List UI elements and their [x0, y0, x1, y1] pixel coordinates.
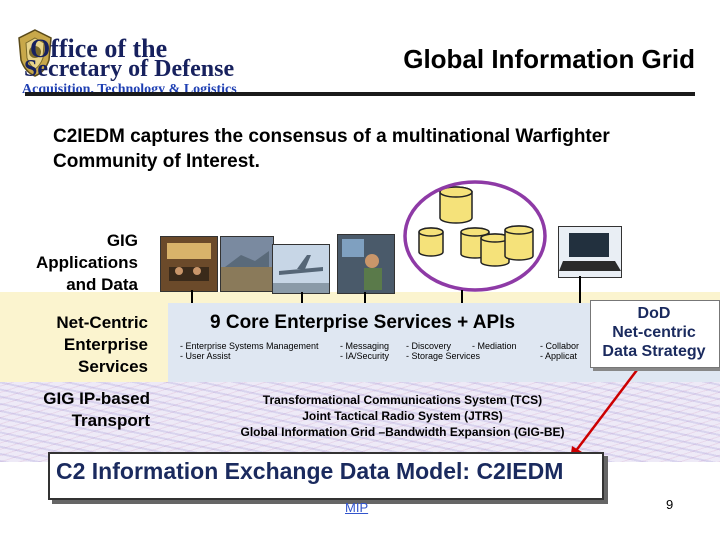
title-divider	[25, 92, 695, 96]
logo-text-line2: Secretary of Defense	[24, 56, 235, 82]
layer-label-services: Net-Centric Enterprise Services	[56, 313, 148, 376]
mip-link[interactable]: MIP	[345, 500, 369, 515]
seal-icon	[18, 29, 52, 77]
page-number: 9	[666, 497, 674, 512]
service-item: - Storage Services	[406, 351, 481, 361]
service-item: - Mediation	[472, 341, 517, 351]
layer-label-applications: GIG Applications and Data	[35, 231, 138, 294]
service-item: - IA/Security	[340, 351, 390, 361]
database-cluster	[403, 180, 547, 292]
c2iedm-label: C2 Information Exchange Data Model: C2IE…	[56, 458, 564, 484]
photo-aircraft	[272, 244, 330, 294]
service-item: - Enterprise Systems Management	[180, 341, 319, 351]
dod-label-line2: Net-centric	[612, 324, 696, 341]
transport-line-tcs: Transformational Communications System (…	[262, 393, 543, 407]
c2iedm-box	[48, 452, 604, 500]
core-services-title: 9 Core Enterprise Services + APIs	[210, 312, 516, 333]
slide-title: Global Information Grid	[403, 44, 695, 74]
intro-text: C2IEDM captures the consensus of a multi…	[53, 126, 610, 172]
service-item: - Messaging	[340, 341, 390, 351]
logo-text-line1: Office of the	[30, 34, 168, 63]
service-item: - Discovery	[406, 341, 452, 351]
service-item: - User Assist	[180, 351, 231, 361]
transport-line-jtrs: Joint Tactical Radio System (JTRS)	[302, 409, 503, 423]
service-item: - Applicat	[540, 351, 578, 361]
dod-label-line1: DoD	[637, 305, 671, 322]
transport-line-gigbe: Global Information Grid –Bandwidth Expan…	[240, 425, 565, 439]
dod-strategy-label: DoD Net-centric Data Strategy	[590, 304, 718, 361]
photo-operator	[337, 234, 395, 294]
photo-command-center	[160, 236, 218, 292]
photo-laptop	[558, 226, 622, 278]
transport-band	[0, 382, 720, 462]
transport-programs: Transformational Communications System (…	[175, 392, 630, 440]
layer-label-transport: GIG IP-based Transport	[43, 389, 150, 430]
photo-deployment	[220, 236, 274, 292]
dod-label-line3: Data Strategy	[602, 343, 706, 360]
service-item: - Collabor	[540, 341, 580, 351]
